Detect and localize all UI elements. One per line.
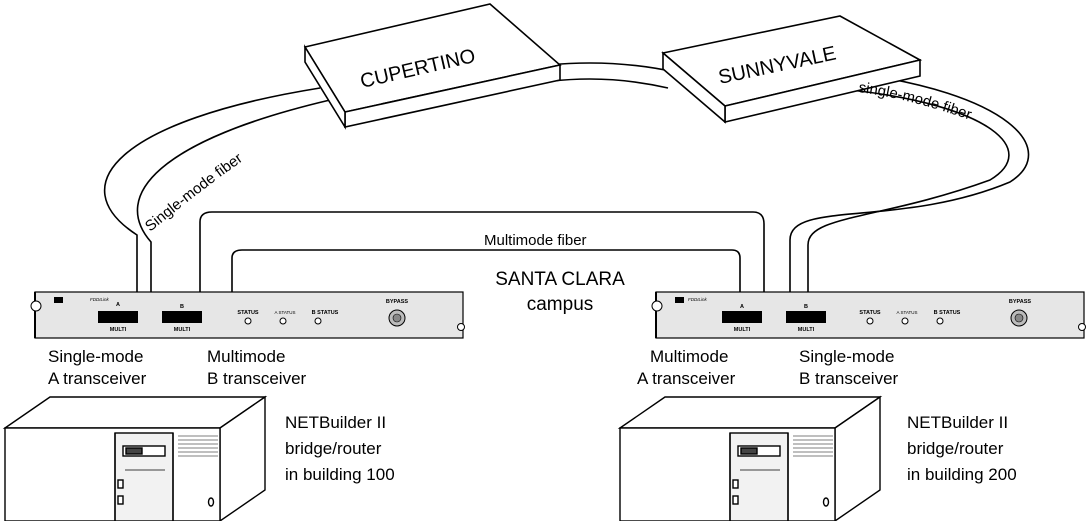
right-transceiver-b-line1: Single-mode — [799, 347, 894, 366]
left-b-status-led-icon — [314, 317, 322, 325]
single-mode-fiber-left-outer — [103, 87, 321, 292]
right-status-led-icon — [866, 317, 874, 325]
right-fddi-panel: FDDILink A MULTI B MULTI STATUS A STATUS… — [651, 291, 1086, 339]
left-transceiver-a-line2: A transceiver — [48, 369, 147, 388]
single-mode-fiber-right-inner — [807, 89, 1010, 292]
left-a-status-label: A STATUS — [274, 310, 295, 315]
right-port-b-label: B — [804, 304, 808, 310]
left-bypass-label: BYPASS — [386, 299, 409, 305]
left-netbuilder-chassis-icon — [2, 395, 268, 521]
left-panel-logo-icon — [54, 297, 63, 303]
right-router-line3: in building 200 — [907, 465, 1017, 484]
right-panel-thumbscrew-icon — [1078, 323, 1086, 331]
left-router-line2: bridge/router — [285, 439, 382, 458]
left-transceiver-b-line1: Multimode — [207, 347, 285, 366]
left-router-line3: in building 100 — [285, 465, 395, 484]
right-port-a — [722, 311, 762, 323]
right-b-status-led-icon — [936, 317, 944, 325]
single-mode-fiber-right-outer — [789, 71, 1030, 292]
left-router-line1: NETBuilder II — [285, 413, 386, 432]
left-a-status-led-icon — [279, 317, 287, 325]
sunnyvale-site: SUNNYVALE — [661, 15, 923, 124]
left-port-a-type: MULTI — [110, 327, 127, 333]
right-port-a-type: MULTI — [734, 327, 751, 333]
right-status-label: STATUS — [859, 310, 881, 316]
left-panel-thumbscrew-icon — [457, 323, 465, 331]
right-panel-brand: FDDILink — [688, 297, 708, 302]
right-port-b-type: MULTI — [798, 327, 815, 333]
left-panel-screw-icon — [30, 300, 42, 312]
right-netbuilder-chassis-icon — [617, 395, 883, 521]
right-transceiver-b-line2: B transceiver — [799, 369, 899, 388]
left-b-status-label: B STATUS — [312, 310, 339, 316]
right-a-status-label: A STATUS — [896, 310, 917, 315]
right-router-line2: bridge/router — [907, 439, 1004, 458]
left-port-b-label: B — [180, 304, 184, 310]
left-transceiver-a-line1: Single-mode — [48, 347, 143, 366]
multimode-fiber-label: Multimode fiber — [484, 232, 587, 249]
right-a-status-led-icon — [901, 317, 909, 325]
multimode-fiber-inner — [231, 249, 741, 292]
left-fddi-panel: FDDILink A MULTI B MULTI STATUS A STATUS… — [30, 291, 465, 339]
multimode-fiber-outer — [199, 211, 765, 292]
right-bypass-label: BYPASS — [1009, 299, 1032, 305]
left-status-led-icon — [244, 317, 252, 325]
right-transceiver-a-line2: A transceiver — [637, 369, 736, 388]
right-panel-screw-icon — [651, 300, 663, 312]
left-panel-brand: FDDILink — [90, 297, 110, 302]
right-b-status-label: B STATUS — [934, 310, 961, 316]
left-port-b-type: MULTI — [174, 327, 191, 333]
right-router-line1: NETBuilder II — [907, 413, 1008, 432]
left-status-label: STATUS — [237, 310, 259, 316]
right-transceiver-a-line1: Multimode — [650, 347, 728, 366]
left-port-b — [162, 311, 202, 323]
single-mode-fiber-label-left: Single-mode fiber — [142, 150, 246, 235]
campus-label-line2: campus — [527, 294, 594, 315]
left-port-a — [98, 311, 138, 323]
campus-label-line1: SANTA CLARA — [495, 269, 625, 290]
left-port-a-label: A — [116, 302, 120, 308]
cupertino-site: CUPERTINO — [303, 3, 562, 130]
right-port-b — [786, 311, 826, 323]
left-transceiver-b-line2: B transceiver — [207, 369, 307, 388]
right-port-a-label: A — [740, 304, 744, 310]
right-panel-logo-icon — [675, 297, 684, 303]
single-mode-fiber-left-inner — [136, 99, 331, 292]
single-mode-fiber-label-right: single-mode fiber — [858, 79, 974, 123]
